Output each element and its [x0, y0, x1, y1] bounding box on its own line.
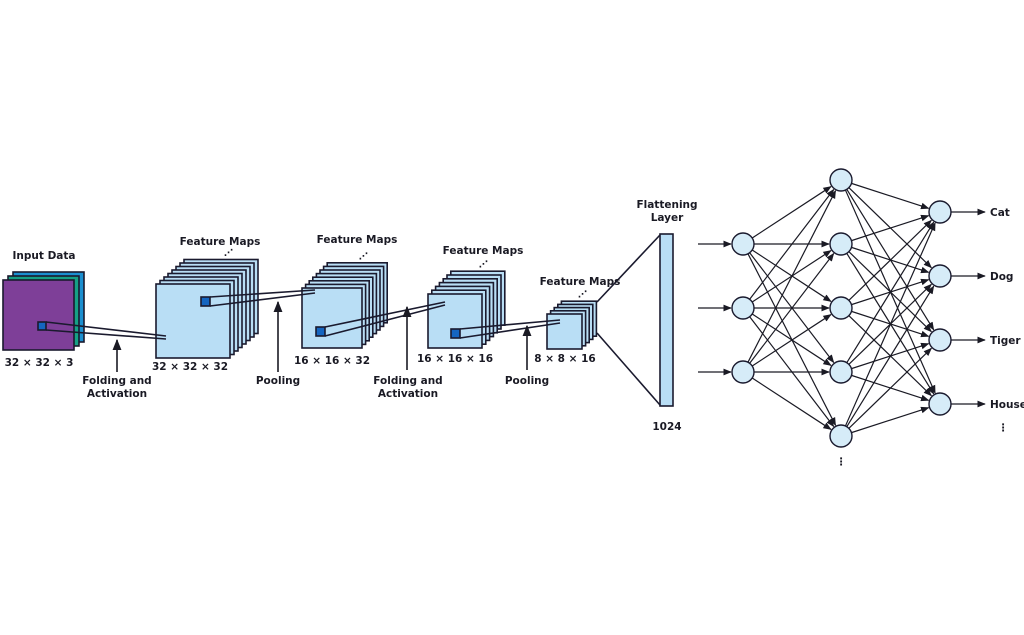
- connection-hidden-output: [851, 182, 930, 210]
- input-node: [731, 360, 755, 384]
- feature-map-3-layer: [427, 293, 483, 349]
- flatten-title-line1: Flattening: [636, 199, 697, 211]
- stage3-dims: 16 × 16 × 16: [417, 353, 493, 365]
- op3-label-line2: Activation: [378, 388, 438, 400]
- more-maps-dots-2: ⋰: [359, 252, 368, 262]
- connection-hidden-output: [851, 214, 930, 242]
- flatten-line-bottom: [596, 332, 661, 406]
- connection-input-hidden: [747, 189, 837, 363]
- connection-hidden-output: [848, 219, 932, 301]
- stage1-dims: 32 × 32 × 32: [152, 361, 228, 373]
- stage2-dims: 16 × 16 × 32: [294, 355, 370, 367]
- output-label-house: House: [990, 399, 1024, 411]
- op4-label: Pooling: [505, 375, 549, 387]
- connection-input-hidden: [751, 314, 832, 367]
- output-ellipsis: ⋮: [998, 422, 1009, 434]
- feature-map-4-layer: [546, 313, 583, 350]
- output-node: [928, 200, 952, 224]
- hidden-node: [829, 360, 853, 384]
- kernel-patch-3: [450, 328, 461, 339]
- connection-hidden-output: [848, 347, 932, 429]
- receptive-line-2: [324, 304, 446, 337]
- output-node: [928, 392, 952, 416]
- output-node: [928, 264, 952, 288]
- more-maps-dots-4: ⋰: [578, 290, 587, 300]
- stage3-title: Feature Maps: [443, 245, 524, 257]
- receptive-line-2: [324, 301, 446, 328]
- input-node: [731, 232, 755, 256]
- hidden-node: [829, 232, 853, 256]
- output-label-tiger: Tiger: [990, 335, 1021, 347]
- op3-label-line1: Folding and: [373, 375, 442, 387]
- receptive-line-0: [45, 321, 167, 337]
- input-channel-2: [2, 279, 75, 351]
- output-label-dog: Dog: [990, 271, 1013, 283]
- feature-map-1-layer: [155, 283, 231, 359]
- receptive-line-3: [459, 319, 561, 330]
- input-dims: 32 × 32 × 3: [5, 357, 74, 369]
- op2-label: Pooling: [256, 375, 300, 387]
- hidden-node: [829, 168, 853, 192]
- receptive-line-0: [45, 329, 167, 340]
- kernel-patch-0: [37, 321, 47, 331]
- feature-map-2-layer: [301, 287, 363, 349]
- flatten-line-top: [596, 234, 661, 303]
- connection-hidden-output: [844, 222, 936, 427]
- flatten-size: 1024: [652, 421, 681, 433]
- output-label-cat: Cat: [990, 207, 1010, 219]
- connection-hidden-output: [851, 406, 930, 434]
- stage4-title: Feature Maps: [540, 276, 621, 288]
- stage4-dims: 8 × 8 × 16: [534, 353, 595, 365]
- connection-input-hidden: [749, 188, 835, 300]
- hidden-node: [829, 296, 853, 320]
- stage1-title: Feature Maps: [180, 236, 261, 248]
- output-node: [928, 328, 952, 352]
- hidden-node: [829, 424, 853, 448]
- input-title: Input Data: [13, 250, 76, 262]
- op1-label-line1: Folding and: [82, 375, 151, 387]
- receptive-line-1: [209, 292, 316, 307]
- more-maps-dots-3: ⋰: [479, 260, 488, 270]
- kernel-patch-2: [315, 326, 326, 337]
- more-maps-dots-1: ⋰: [224, 249, 233, 259]
- flatten-title-line2: Layer: [651, 212, 684, 224]
- connection-hidden-output: [846, 221, 935, 363]
- op1-label-line2: Activation: [87, 388, 147, 400]
- connection-input-hidden: [751, 377, 832, 430]
- connection-input-hidden: [749, 252, 835, 364]
- stage2-title: Feature Maps: [317, 234, 398, 246]
- receptive-line-3: [459, 322, 561, 339]
- connection-hidden-output: [846, 285, 935, 427]
- flattening-layer: [659, 233, 674, 407]
- input-node: [731, 296, 755, 320]
- hidden-ellipsis: ⋮: [836, 456, 847, 468]
- kernel-patch-1: [200, 296, 211, 307]
- receptive-line-1: [209, 289, 316, 298]
- connection-input-hidden: [751, 186, 832, 239]
